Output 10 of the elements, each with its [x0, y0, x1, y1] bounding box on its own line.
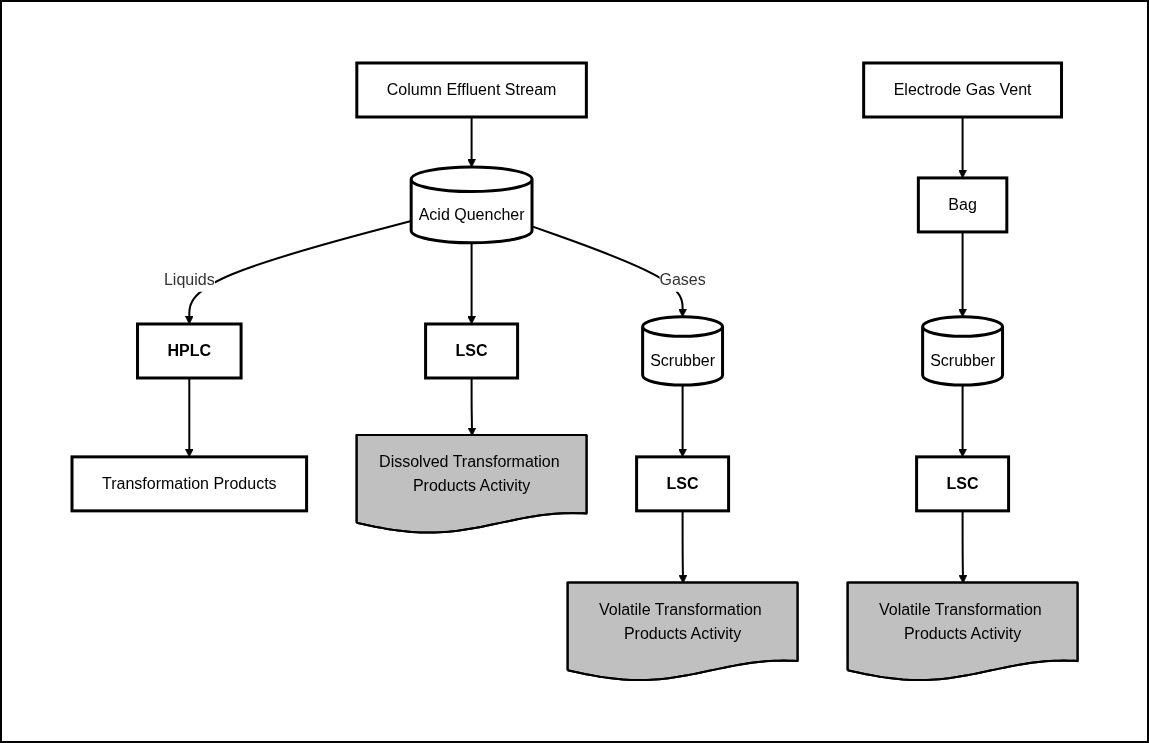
- node-box: HPLC: [135, 322, 243, 380]
- edge-label: Liquids: [163, 270, 215, 288]
- node-box: Column Effluent Stream: [355, 61, 588, 119]
- node-box: Bag: [916, 176, 1009, 234]
- node-box: LSC: [914, 455, 1010, 513]
- node-box: Electrode Gas Vent: [861, 61, 1063, 119]
- node-box: LSC: [423, 322, 519, 380]
- node-box: LSC: [634, 455, 730, 513]
- edge-label: Gases: [659, 270, 706, 288]
- node-box: Transformation Products: [70, 455, 308, 513]
